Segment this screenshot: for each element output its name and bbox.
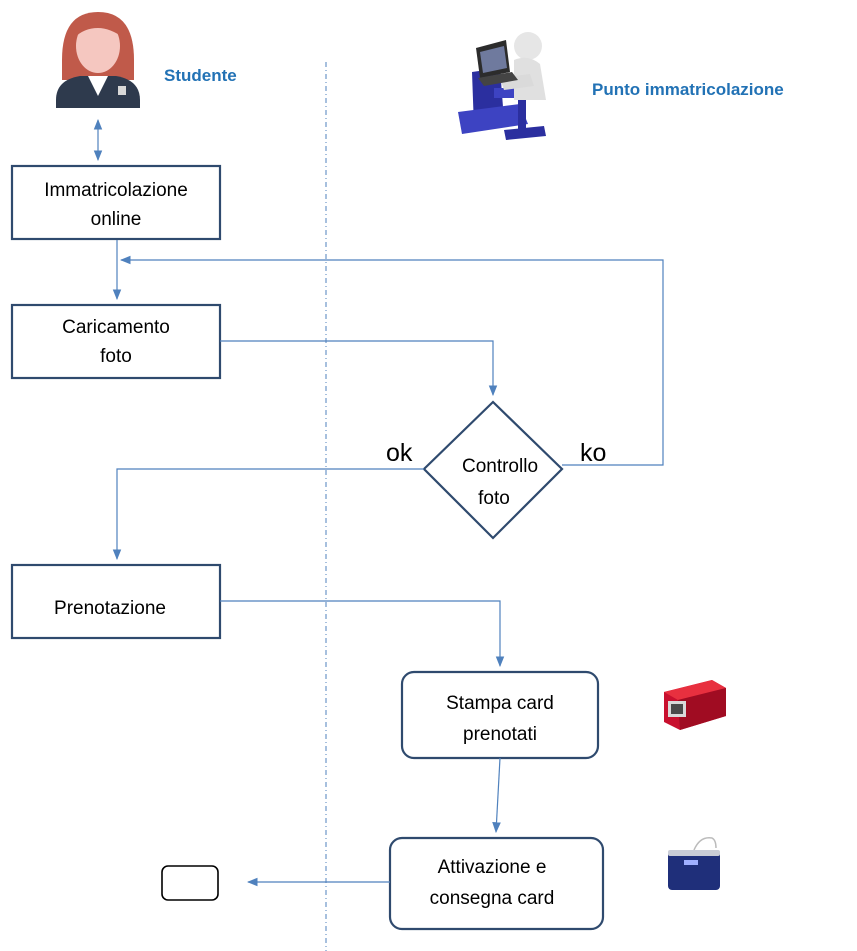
stampa-line-1: Stampa card <box>446 693 554 714</box>
immatricolazione-line-1: Immatricolazione <box>44 180 188 201</box>
caricamento-line-1: Caricamento <box>62 317 170 338</box>
attivazione-line-1: Attivazione e <box>438 857 547 878</box>
ok-label: ok <box>386 439 413 467</box>
student-avatar-icon <box>56 12 140 108</box>
stampa-line-2: prenotati <box>463 724 537 745</box>
lane-title-office: Punto immatricolazione <box>592 80 784 99</box>
controllo-foto-diamond: Controllo foto <box>422 400 564 540</box>
prenotazione-label: Prenotazione <box>54 598 166 619</box>
card-reader-icon <box>668 837 720 890</box>
ko-loop-arrow <box>119 255 664 466</box>
operator-at-laptop-icon <box>458 32 546 140</box>
lane-title-student: Studente <box>164 66 237 85</box>
caricamento-foto-box: Caricamento foto <box>10 303 222 380</box>
controllo-line-1: Controllo <box>462 456 538 477</box>
caricamento-to-controllo-arrow <box>220 340 498 397</box>
attivazione-card-box: Attivazione e consegna card <box>388 836 605 931</box>
immatricolazione-online-box: Immatricolazione online <box>10 164 222 241</box>
ok-to-prenotazione-arrow <box>112 468 424 561</box>
stampa-to-attivazione-arrow <box>492 757 501 834</box>
prenotazione-to-stampa-arrow <box>220 600 505 668</box>
card-printer-icon <box>664 680 726 730</box>
attivazione-line-2: consegna card <box>430 888 555 909</box>
controllo-line-2: foto <box>478 488 510 509</box>
immatricolazione-line-2: online <box>91 209 142 230</box>
card-icon <box>161 865 219 901</box>
caricamento-line-2: foto <box>100 346 132 367</box>
ko-label: ko <box>580 439 606 467</box>
prenotazione-box: Prenotazione <box>10 563 222 640</box>
stampa-card-box: Stampa card prenotati <box>400 670 600 760</box>
